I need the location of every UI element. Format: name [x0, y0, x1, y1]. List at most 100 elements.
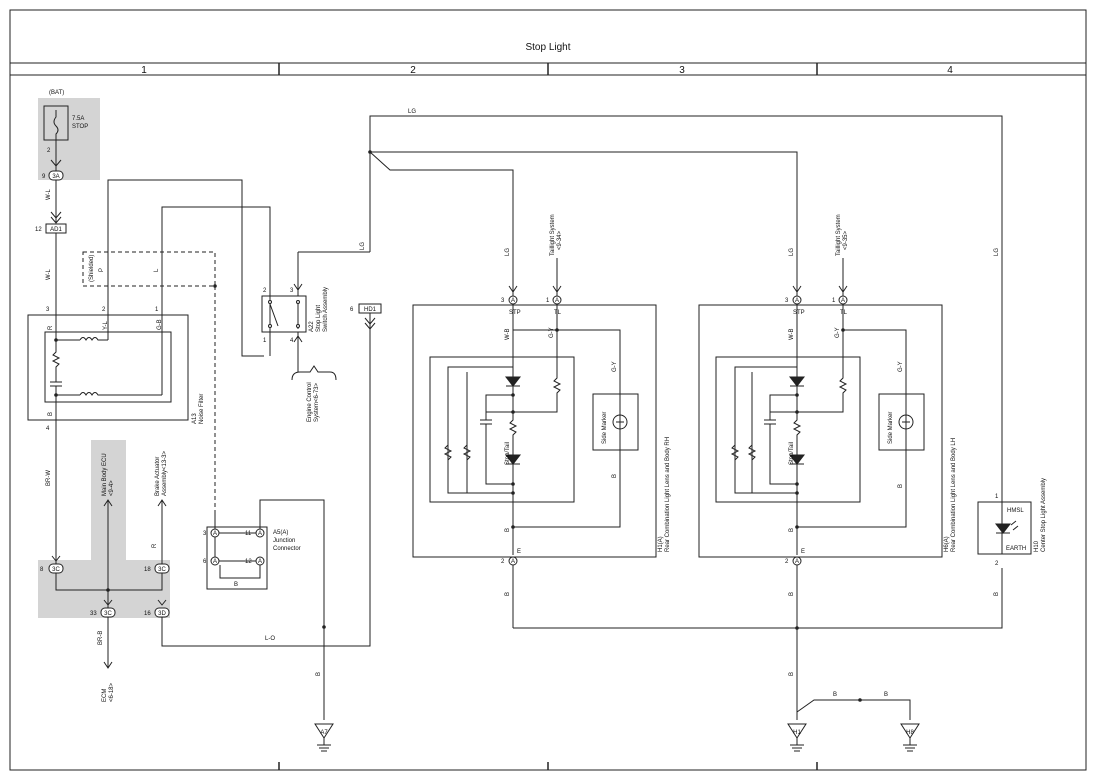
jc-line1: Junction [273, 538, 295, 544]
hmsl-assembly [977, 501, 1032, 555]
lh-tail-line2: <9-35> [843, 230, 849, 250]
nf-term-yl: Y-L [103, 321, 109, 330]
rh-led-bot [504, 454, 522, 465]
sw-pin-1: 1 [263, 338, 267, 344]
rh-wire-gy: G-Y [549, 327, 555, 338]
wire-w-l-mid: W-L [46, 268, 52, 280]
lh-e-num: 2 [785, 559, 789, 565]
conn-ad1-num: 12 [35, 227, 42, 233]
rh-wire-b1: B [612, 474, 618, 478]
conn-3c-8-num: 8 [40, 567, 44, 573]
nf-id: A13 [192, 413, 198, 424]
grid-col-1: 1 [141, 65, 147, 76]
wire-lg-right: LG [994, 248, 1000, 256]
wire-lg-lh: LG [789, 248, 795, 256]
inductor-bot [79, 392, 162, 396]
fuse-icon [53, 110, 59, 140]
svg-text:A: A [511, 298, 515, 304]
lh-tail-line1: Taillight System [836, 214, 842, 256]
ecu-shade [38, 440, 170, 618]
wire-b-a7: B [316, 672, 322, 676]
ground-h8: H8 [906, 730, 914, 736]
hmsl-wire-b: B [994, 592, 1000, 596]
rh-side-marker: Side Marker [602, 412, 608, 444]
lh-lamp-assembly: A A A [698, 258, 943, 720]
ground-h1: H1 [793, 730, 801, 736]
switch-contact [269, 303, 299, 329]
conn-3c-18 [154, 563, 170, 574]
fuse-rating: 7.5A [72, 116, 84, 122]
lh-led-top [788, 376, 806, 387]
nf-pin-3: 3 [46, 307, 50, 313]
wire-lg-top: LG [408, 109, 416, 115]
rh-lamp-assembly: A A A [412, 258, 657, 628]
lh-wire-b3: B [789, 592, 795, 596]
conn-3c-18-id: 3C [158, 567, 166, 573]
wire-l-o: L-O [265, 636, 275, 642]
rh-led-top [504, 376, 522, 387]
lh-stp-num: 3 [785, 298, 789, 304]
lh-id: H6(A) [944, 536, 950, 552]
grid-col-2: 2 [410, 65, 416, 76]
sw-id: A22 [309, 321, 315, 332]
ground-a7: A7 [320, 730, 328, 736]
main-body-line1: Main Body ECU [102, 453, 108, 496]
svg-text:A: A [795, 298, 799, 304]
nf-name: Noise Filter [199, 394, 205, 424]
brake-line1: Brake Actuator [155, 457, 161, 496]
conn-3c-8-id: 3C [52, 567, 60, 573]
ground-a7-icon [314, 723, 334, 752]
conn-3a-num: 9 [42, 174, 46, 180]
junction-box [206, 526, 268, 590]
svg-text:A: A [841, 298, 845, 304]
wire-lg-left: LG [360, 242, 366, 250]
lh-led-bot [788, 454, 806, 465]
wire-r: R [152, 543, 158, 548]
gnd-wire-b2: B [884, 692, 888, 698]
wire-l: L [154, 268, 160, 272]
jc-pin-3: 3 [203, 531, 207, 537]
nf-pin-4: 4 [46, 426, 50, 432]
rh-tail-line2: <9-34> [557, 230, 563, 250]
rh-wire-b2: B [505, 528, 511, 532]
grid-ticks [278, 63, 818, 770]
sw-pin-4: 4 [290, 338, 294, 344]
hmsl-id: H10 [1034, 540, 1040, 552]
conn-ad1-id: AD1 [50, 227, 62, 233]
stop-switch-box [261, 295, 307, 333]
conn-3d-16-id: 3D [158, 611, 166, 617]
inductor-top [79, 337, 108, 341]
conn-3a-id: 3A [52, 174, 59, 180]
conn-hd1-num: 6 [350, 307, 354, 313]
grid-col-4: 4 [947, 65, 953, 76]
lh-wire-b4: B [789, 672, 795, 676]
rh-tl: TL [554, 310, 562, 316]
hmsl-pin-2: 2 [995, 561, 999, 567]
rh-stop-tail: Stop/Tail [505, 442, 511, 465]
jc-a2: A [213, 559, 217, 565]
shielded-box [82, 251, 216, 287]
sw-name1: Stop Light [316, 305, 322, 332]
nf-term-r: R [48, 325, 54, 330]
hmsl-top: HMSL [1007, 508, 1024, 514]
jc-pin-12: 12 [245, 559, 252, 565]
lh-tl-num: 1 [832, 298, 836, 304]
jc-id: A5(A) [273, 530, 288, 536]
conn-3d-33-num: 33 [90, 611, 97, 617]
jc-a3: A [258, 531, 262, 537]
rh-e-num: 2 [501, 559, 505, 565]
diagram-title: Stop Light [525, 42, 570, 53]
sw-pin-3: 3 [290, 288, 294, 294]
rh-tail-line1: Taillight System [550, 214, 556, 256]
lh-side-marker: Side Marker [888, 412, 894, 444]
conn-hd1 [358, 303, 382, 314]
main-body-line2: <9-4> [109, 480, 115, 496]
rh-stp-num: 3 [501, 298, 505, 304]
lh-name: Rear Combination Light Lens and Body LH [951, 438, 957, 552]
jc-line2: Connector [273, 546, 301, 552]
sw-name2: Switch Assembly [323, 287, 329, 332]
lh-wire-gy: G-Y [835, 327, 841, 338]
ecm-line1: ECM [102, 689, 108, 702]
nf-term-b: B [48, 412, 54, 416]
brake-line2: Assembly<13-3> [162, 450, 168, 496]
